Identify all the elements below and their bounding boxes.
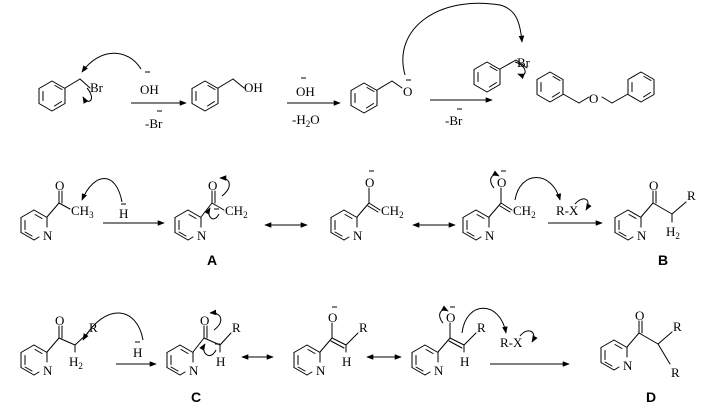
enolate-c: N O R H [166,313,241,378]
product-b: N O R H2 [614,178,696,243]
enolate-a: N O CH2 [174,178,248,243]
svg-text:N: N [637,228,647,243]
svg-text:N: N [434,363,444,378]
reagent-rx-1: R-X [556,203,579,218]
benzyl-bromide: Br [38,78,104,112]
svg-text:R: R [477,320,486,335]
svg-text:H: H [216,354,225,369]
row-1-williamson: Br OH -Br OH OH -H2O [38,2,655,131]
arrow-oxyanion-push [490,170,500,189]
arrow-br-leaving-2 [514,61,526,79]
svg-text:O: O [328,310,337,325]
atom-o-alkoxide: O [403,84,412,99]
svg-text:O: O [446,310,455,325]
svg-text:-Br: -Br [445,113,463,128]
arrow-enolate-form-2 [199,343,217,356]
svg-text:-H2O: -H2O [292,112,320,129]
reagent-hydride-2: H [133,341,142,360]
enolate-oxyanion-2: N O R H [293,306,368,378]
svg-text:O: O [55,313,64,328]
svg-text:R: R [671,365,680,380]
svg-text:H: H [119,206,128,221]
reagent-minus-br-2: -Br [445,108,463,128]
label-d: D [646,389,656,405]
svg-text:N: N [189,363,199,378]
arrow-alkylation-2 [461,307,508,334]
svg-text:O: O [200,313,209,328]
benzyl-alcohol: OH [191,78,263,112]
arrow-enolate-form [204,207,220,220]
arrow-alkylation [514,177,562,201]
svg-text:CH2: CH2 [381,203,404,220]
reagent-hydroxide-1: OH [140,71,159,97]
label-a: A [207,252,217,268]
arrow-halide-leave-2 [519,330,538,343]
enolate-attack: N O CH2 [462,170,536,243]
label-b: B [658,252,668,268]
svg-text:N: N [485,228,495,243]
svg-text:R: R [89,320,98,335]
svg-text:N: N [623,358,633,373]
atom-o-ether: O [589,91,598,106]
reagent-minus-br-1: -Br [145,110,163,131]
arrow-alkoxide-attack [402,2,525,76]
svg-text:CH2: CH2 [513,203,536,220]
reagent-rx-2: R-X [500,335,523,350]
svg-text:N: N [353,228,363,243]
svg-text:R: R [232,320,241,335]
benzyl-bromide-2: Br [473,55,531,93]
arrow-hydride-attack-2 [82,312,144,341]
svg-text:R-X: R-X [556,203,579,218]
enolate-oxyanion: N O CH2 [330,170,404,243]
arrow-oxyanion-push-2 [439,305,449,324]
svg-text:-Br: -Br [145,116,163,131]
label-c: C [191,389,201,405]
arrow-carbonyl-shift-2 [209,309,222,331]
atom-br-2: Br [517,55,531,70]
reagent-hydride-1: H [119,203,128,221]
svg-text:CH3: CH3 [71,203,94,220]
svg-text:H: H [460,354,469,369]
reagent-hydroxide-2: OH [296,77,315,99]
reagent-minus-water: -H2O [292,112,320,129]
atom-br: Br [90,80,104,95]
arrow-hydroxide-attack [81,52,142,73]
atom-o: O [55,178,64,193]
alkyl-ketone: N O R H2 [20,313,98,378]
row-3-second-alkylation: N O R H2 H N O R [20,305,682,405]
svg-text:O: O [497,175,506,190]
svg-text:CH2: CH2 [225,203,248,220]
svg-text:OH: OH [296,84,315,99]
arrow-halide-leave [574,198,592,211]
atom-oh: OH [244,80,263,95]
svg-text:O: O [649,178,658,193]
svg-text:N: N [197,228,207,243]
row-2-ketone-alkylation: N O CH3 H N O CH2 A [20,170,696,268]
svg-text:O: O [365,175,374,190]
svg-text:H2: H2 [69,354,83,371]
atom-n: N [43,228,53,243]
benzyl-alkoxide: O [350,79,412,114]
product-d: N O R R [600,308,682,380]
enolate-attack-2: N O R H [411,306,486,378]
arrow-hydride-attack [81,178,123,203]
svg-text:H2: H2 [666,224,680,241]
svg-text:R: R [673,319,682,334]
arrow-br-leaving [82,87,92,104]
svg-text:OH: OH [140,82,159,97]
svg-text:R-X: R-X [500,335,523,350]
svg-text:N: N [43,363,53,378]
dibenzyl-ether: O [536,71,655,106]
acetylpyridine: N O CH3 [20,178,94,243]
svg-text:H: H [342,354,351,369]
svg-text:N: N [316,363,326,378]
svg-text:O: O [635,308,644,323]
svg-text:H: H [133,345,142,360]
svg-text:R: R [687,188,696,203]
svg-text:R: R [359,320,368,335]
arrow-carbonyl-shift [219,175,230,197]
svg-text:O: O [208,178,217,193]
